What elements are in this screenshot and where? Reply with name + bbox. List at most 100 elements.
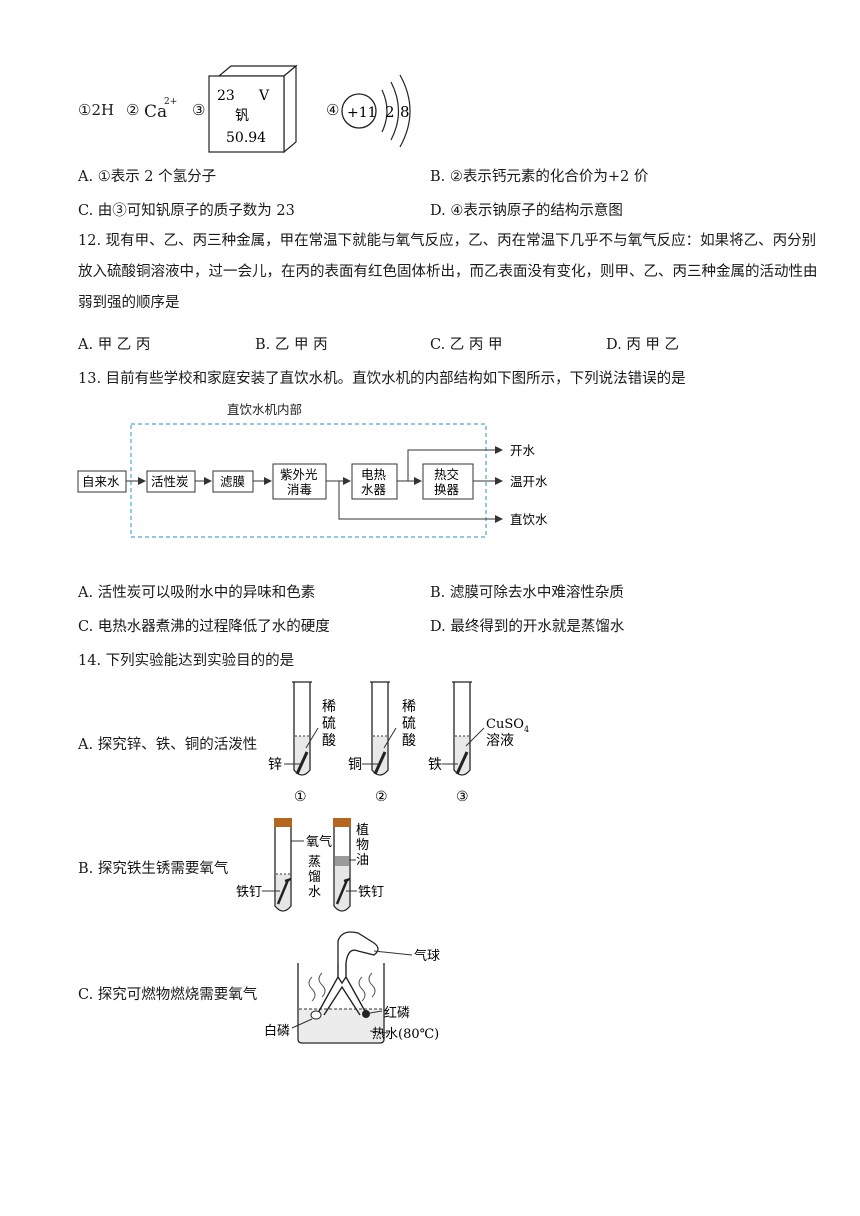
shell-2-electrons: 8 <box>400 103 410 121</box>
out-boiled-label: 开水 <box>510 443 536 458</box>
oil-char3: 油 <box>356 853 369 868</box>
item-ca-charge: 2+ <box>164 97 178 107</box>
acid1-char1: 稀 <box>322 699 336 715</box>
metal-iron: 铁 <box>428 757 442 773</box>
box-heat-exchanger-label-1: 热交 <box>434 467 459 482</box>
nail-left <box>276 879 290 905</box>
q13-option-c: C. 电热水器煮沸的过程降低了水的硬度 <box>78 619 330 635</box>
q14-stem: 14. 下列实验能达到实验目的的是 <box>78 653 295 669</box>
q12-option-c: C. 乙 丙 甲 <box>430 337 503 353</box>
oil-char1: 植 <box>356 823 369 838</box>
label-balloon: 气球 <box>414 948 440 964</box>
cell-top-face <box>217 65 298 77</box>
water-char3: 水 <box>308 885 321 900</box>
tube-1-number: ① <box>294 789 307 805</box>
q13-option-d: D. 最终得到的开水就是蒸馏水 <box>430 619 625 635</box>
shell-arc-3 <box>399 74 411 148</box>
tube-3 <box>453 682 471 776</box>
shell-arc-2 <box>390 81 400 141</box>
white-phosphorus <box>310 1010 322 1020</box>
box-filter-membrane-label: 滤膜 <box>220 474 245 489</box>
acid2-char2: 硫 <box>402 716 416 732</box>
beaker <box>297 963 385 1044</box>
tube-1 <box>293 682 311 776</box>
q12-option-a: A. 甲 乙 丙 <box>78 337 151 353</box>
q13-stem: 13. 目前有些学校和家庭安装了直饮水机。直饮水机的内部结构如下图所示，下列说法… <box>78 371 686 387</box>
item-2h: ①2H <box>78 101 115 119</box>
q12-option-b: B. 乙 甲 丙 <box>255 337 328 353</box>
box-heater <box>351 463 398 500</box>
water-char2: 馏 <box>308 870 321 885</box>
tube-3-number: ③ <box>456 789 469 805</box>
diagram-title: 直饮水机内部 <box>227 402 302 417</box>
water-char1: 蒸 <box>308 855 321 870</box>
water-dispenser-diagram: 直饮水机内部 自来水 活性炭 滤膜 紫外光 消毒 电热 水器 热交 换器 开水 … <box>77 402 548 538</box>
box-uv <box>272 463 327 500</box>
acid2-char3: 酸 <box>402 733 416 749</box>
balloon <box>337 931 379 964</box>
item-atom-prefix: ④ <box>326 101 340 119</box>
cuso4-label: CuSO <box>486 717 524 732</box>
q13-option-a: A. 活性炭可以吸附水中的异味和色素 <box>78 585 316 601</box>
q13-option-b: B. 滤膜可除去水中难溶性杂质 <box>430 585 624 601</box>
metal-zinc: 锌 <box>268 757 282 773</box>
tube-left <box>274 827 292 912</box>
nail-right <box>335 879 349 905</box>
figure-c-combustion: 气球 红磷 白磷 热水(80℃) <box>264 931 440 1044</box>
box-heater-label-2: 水器 <box>361 482 387 497</box>
item-ca-prefix: ② <box>126 101 140 119</box>
q14-option-a: A. 探究锌、铁、铜的活泼性 <box>78 737 258 753</box>
stopper-left <box>274 818 292 827</box>
tube-3-liquid <box>455 736 469 774</box>
cell-front-face <box>208 75 285 153</box>
q14-option-b: B. 探究铁生锈需要氧气 <box>78 861 229 877</box>
q11-option-b: B. ②表示钙元素的化合价为+2 价 <box>430 169 649 185</box>
nucleus-circle <box>341 93 377 129</box>
label-hot-water: 热水(80℃) <box>372 1027 439 1042</box>
metal-copper: 铜 <box>348 757 362 773</box>
zinc-strip <box>295 751 309 775</box>
sodium-atom-diagram: +11 2 8 <box>341 74 411 148</box>
red-phosphorus <box>362 1010 370 1018</box>
oil-char2: 物 <box>356 838 369 853</box>
steam-1 <box>308 976 316 1002</box>
steam-3 <box>358 976 366 1002</box>
label-nail-left: 铁钉 <box>236 885 262 900</box>
acid2-char1: 稀 <box>402 699 416 715</box>
tube-2 <box>371 682 389 776</box>
y-tube <box>317 963 367 1014</box>
periodic-cell-figure: 23 V 钒 50.94 <box>208 64 298 154</box>
copper-strip <box>373 751 387 775</box>
element-name: 钒 <box>235 108 249 124</box>
nucleus-charge: +11 <box>347 105 377 121</box>
stopper-right <box>333 818 351 827</box>
q14-option-c: C. 探究可燃物燃烧需要氧气 <box>78 987 258 1003</box>
cuso4-subscript: 4 <box>524 725 529 734</box>
label-white-phosphorus: 白磷 <box>264 1023 290 1039</box>
shell-1-electrons: 2 <box>385 103 395 121</box>
steam-2 <box>318 972 326 998</box>
q11-option-a: A. ①表示 2 个氢分子 <box>78 169 217 185</box>
arrow-direct <box>338 481 503 523</box>
element-symbol: V <box>258 88 270 104</box>
shell-arc-1 <box>381 89 388 133</box>
box-heater-label-1: 电热 <box>361 467 387 482</box>
label-oxygen: 氧气 <box>306 834 332 850</box>
box-heat-exchanger-label-2: 换器 <box>434 482 460 497</box>
box-tap-water-label: 自来水 <box>82 474 120 489</box>
label-nail-right: 铁钉 <box>358 885 384 900</box>
arrow-boiled <box>407 446 503 481</box>
box-uv-label-1: 紫外光 <box>280 467 318 482</box>
q11-option-d: D. ④表示钠原子的结构示意图 <box>430 203 623 219</box>
oil-layer <box>335 856 349 866</box>
iron-strip <box>455 751 469 775</box>
q12-option-d: D. 丙 甲 乙 <box>606 337 680 353</box>
figure-b-rust-tubes: 氧气 铁钉 植 物 油 蒸 馏 水 铁钉 <box>236 818 384 912</box>
box-heat-exchanger <box>422 463 474 500</box>
steam-4 <box>368 972 376 998</box>
element-mass: 50.94 <box>226 130 266 146</box>
q12-stem: 12. 现有甲、乙、丙三种金属，甲在常温下就能与氧气反应，乙、丙在常温下几乎不与… <box>78 233 818 311</box>
element-number: 23 <box>217 88 235 104</box>
out-warm-label: 温开水 <box>510 474 548 489</box>
q11-option-c: C. 由③可知钒原子的质子数为 23 <box>78 203 295 219</box>
